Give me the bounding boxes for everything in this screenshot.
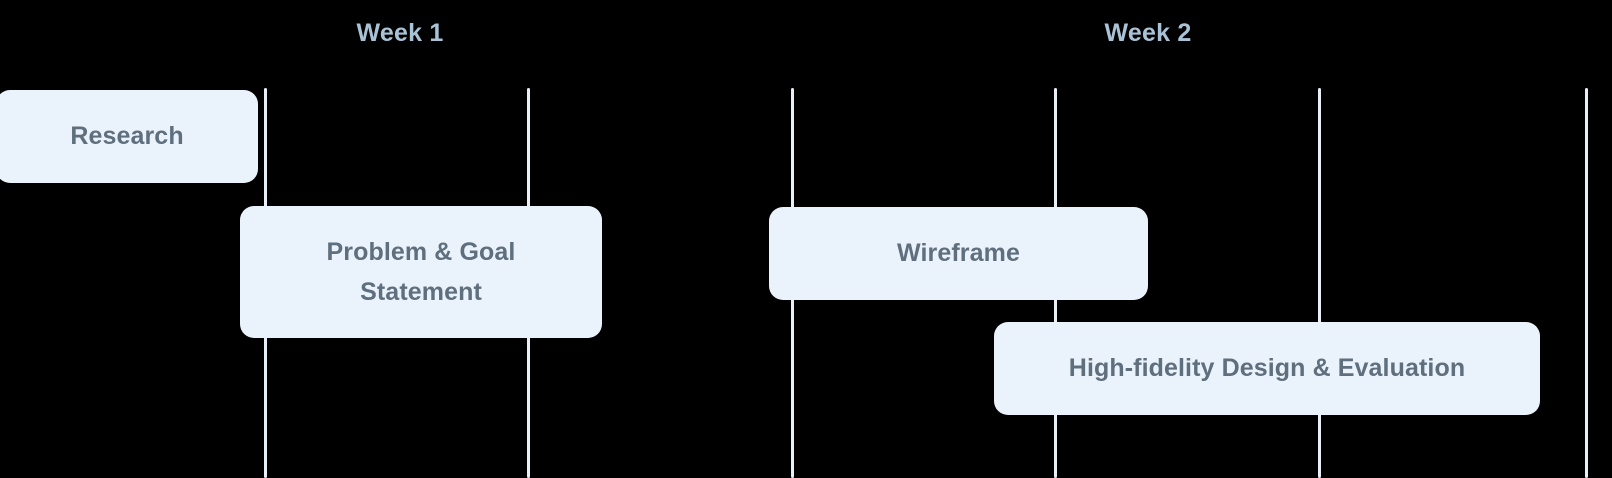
grid-line-5 <box>1318 88 1321 478</box>
week-header-label: Week 1 <box>356 19 444 47</box>
task-bar[interactable]: Research <box>0 90 258 183</box>
week-header-label: Week 2 <box>1104 19 1192 47</box>
grid-line-6 <box>1585 88 1588 478</box>
task-bar[interactable]: Wireframe <box>769 207 1148 300</box>
task-bar[interactable]: High-fidelity Design & Evaluation <box>994 322 1540 415</box>
task-bar-label: High-fidelity Design & Evaluation <box>1068 354 1466 383</box>
task-bar-label: Problem & Goal Statement <box>326 237 516 307</box>
task-bar-label: Wireframe <box>897 239 1020 268</box>
task-bar[interactable]: Problem & Goal Statement <box>240 206 602 338</box>
task-bar-label: Research <box>70 122 184 151</box>
